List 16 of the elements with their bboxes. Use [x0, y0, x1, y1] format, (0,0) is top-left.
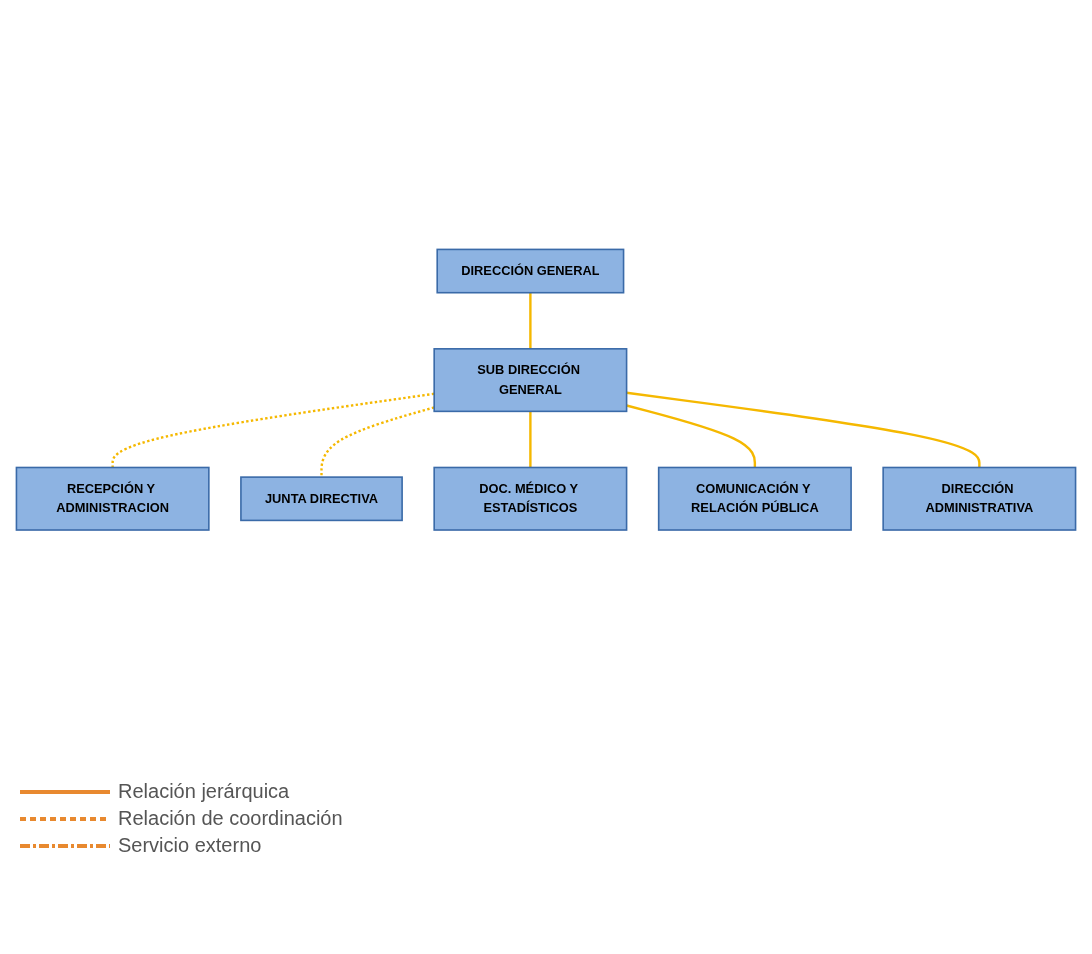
node-box: RECEPCIÓN Y ADMINISTRACION: [15, 466, 210, 532]
legend-text: Relación de coordinación: [118, 807, 343, 830]
node-box: JUNTA DIRECTIVA: [240, 476, 403, 522]
legend-text: Servicio externo: [118, 834, 262, 857]
node-box: COMUNICACIÓN Y RELACIÓN PÚBLICA: [657, 466, 852, 532]
connector: [111, 392, 435, 468]
connector: [529, 411, 532, 468]
connector: [626, 404, 757, 468]
node-box: DOC. MÉDICO Y ESTADÍSTICOS: [433, 466, 628, 532]
legend-text: Relación jerárquica: [118, 780, 290, 803]
connector: [320, 406, 435, 478]
connector: [529, 293, 532, 350]
connector: [626, 391, 981, 468]
node-box: DIRECCIÓN GENERAL: [436, 248, 625, 294]
node-box: DIRECCIÓN ADMINISTRATIVA: [882, 466, 1077, 532]
node-box: SUB DIRECCIÓN GENERAL: [433, 348, 628, 413]
